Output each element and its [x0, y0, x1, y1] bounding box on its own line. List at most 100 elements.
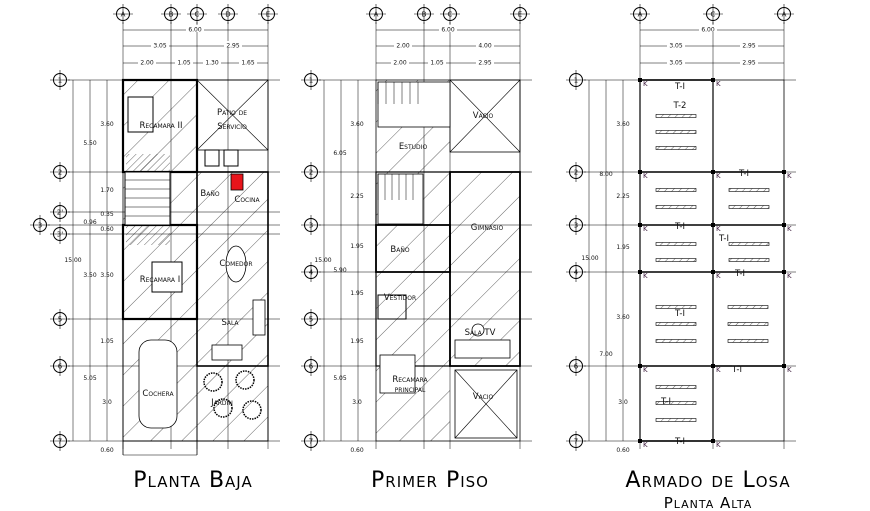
column-bubble: A [121, 11, 126, 19]
dimension-label: 3.05 [669, 60, 683, 67]
beam-label: T-I [718, 234, 729, 244]
tree-icon [235, 370, 255, 390]
room-label: Recamara I [140, 275, 181, 285]
column-bubble: A [782, 11, 787, 19]
reinforcement-bar [728, 242, 770, 246]
dimension-label: 1.65 [241, 60, 255, 67]
row-bubble: 1 [309, 77, 313, 85]
room-label: Sala [221, 318, 239, 328]
laundry-fixture [204, 149, 220, 167]
sink-fixture [223, 149, 239, 167]
column-square [638, 364, 642, 368]
column-bubble: C [448, 11, 453, 19]
reinforcement-bar [655, 258, 697, 262]
dim-bg [667, 58, 685, 65]
column-bubble: E [266, 11, 270, 19]
dimension-label: 2.95 [742, 60, 756, 67]
column-bubble: B [169, 11, 174, 19]
dimension-label: 3.60 [350, 121, 364, 128]
column-bubble: B [422, 11, 427, 19]
column-k-label: K [716, 225, 721, 233]
dimension-label: 3.60 [100, 121, 114, 128]
row-bubble: 2 [309, 169, 313, 177]
room-label: Servicio [217, 122, 247, 132]
reinforcement-bar [655, 322, 697, 326]
column-k-label: K [643, 80, 648, 88]
bed-icon [379, 354, 416, 394]
dimension-label: 1.30 [205, 60, 219, 67]
reinforcement-bar [655, 401, 697, 405]
dimension-label: 2.95 [478, 60, 492, 67]
reinforcement-bar [655, 339, 697, 343]
column-square [782, 170, 786, 174]
column-square [782, 270, 786, 274]
room-label: Vacio [473, 392, 494, 402]
row-bubble: 2 [574, 169, 578, 177]
dimension-label: 3.0 [352, 399, 362, 406]
reinforcement-bar [655, 305, 697, 309]
beam-label: T-I [660, 397, 671, 407]
reinforcement-bar [728, 188, 770, 192]
reinforcement-bar [655, 114, 697, 118]
tree-icon [203, 372, 223, 392]
dim-bg [239, 58, 257, 65]
dimension-label: 3.60 [616, 314, 630, 321]
dim-bg [699, 25, 717, 32]
reinforcement-bar [655, 418, 697, 422]
reinforcement-bar [655, 130, 697, 134]
dimension-label: 5.05 [83, 375, 97, 382]
dimension-label: 1.95 [350, 338, 364, 345]
column-k-label: K [643, 172, 648, 180]
column-square [711, 170, 715, 174]
room-label: Vacio [473, 111, 494, 121]
dimension-label: 0.60 [616, 447, 630, 454]
column-bubble: D [225, 11, 230, 19]
row-bubble: 3 [38, 222, 42, 230]
room-label: principal [395, 385, 426, 395]
dimension-label: 5.50 [83, 140, 97, 147]
column-k-label: K [643, 366, 648, 374]
slab-right [712, 171, 785, 367]
dimension-label: 7.00 [599, 351, 613, 358]
dimension-label: 1.05 [430, 60, 444, 67]
dimension-label: 2.95 [742, 43, 756, 50]
sofa-icon [211, 344, 243, 361]
floor-hatch [450, 172, 520, 366]
column-k-label: K [716, 441, 721, 449]
column-square [711, 364, 715, 368]
dimension-label: 6.00 [701, 27, 715, 34]
dimension-label: 2.25 [616, 193, 630, 200]
row-bubble: 2' [57, 209, 63, 217]
dimension-label: 0.60 [350, 447, 364, 454]
dim-bg [175, 58, 193, 65]
room-label: Patio de [217, 108, 247, 118]
column-square [638, 223, 642, 227]
plan-title: Primer Piso [371, 468, 489, 493]
dim-bg [138, 58, 156, 65]
dimension-label: 1.95 [350, 290, 364, 297]
dimension-label: 3.05 [669, 43, 683, 50]
dimension-label: 15.00 [314, 257, 331, 264]
dimension-label: 5.90 [333, 267, 347, 274]
reinforcement-bar [655, 385, 697, 389]
dimension-label: 6.00 [441, 27, 455, 34]
dimension-label: 3.50 [83, 272, 97, 279]
sofa-icon [252, 299, 266, 336]
dimension-label: 5.05 [333, 375, 347, 382]
column-bubble: C [711, 11, 716, 19]
plan-title: Armado de Losa [625, 468, 790, 493]
column-square [711, 223, 715, 227]
column-k-label: K [716, 366, 721, 374]
row-bubble: 6 [58, 363, 63, 371]
car-icon [138, 339, 178, 429]
dimension-label: 3.0 [618, 399, 628, 406]
dimension-label: 3.05 [153, 43, 167, 50]
plan-title: Planta Baja [133, 468, 252, 493]
dimension-label: 0.60 [100, 447, 114, 454]
row-bubble: 5 [58, 316, 62, 324]
dimension-label: 1.05 [177, 60, 191, 67]
room-label: Cocina [234, 195, 260, 205]
column-square [638, 78, 642, 82]
row-bubble: 2 [58, 169, 62, 177]
bed-icon [151, 261, 183, 293]
